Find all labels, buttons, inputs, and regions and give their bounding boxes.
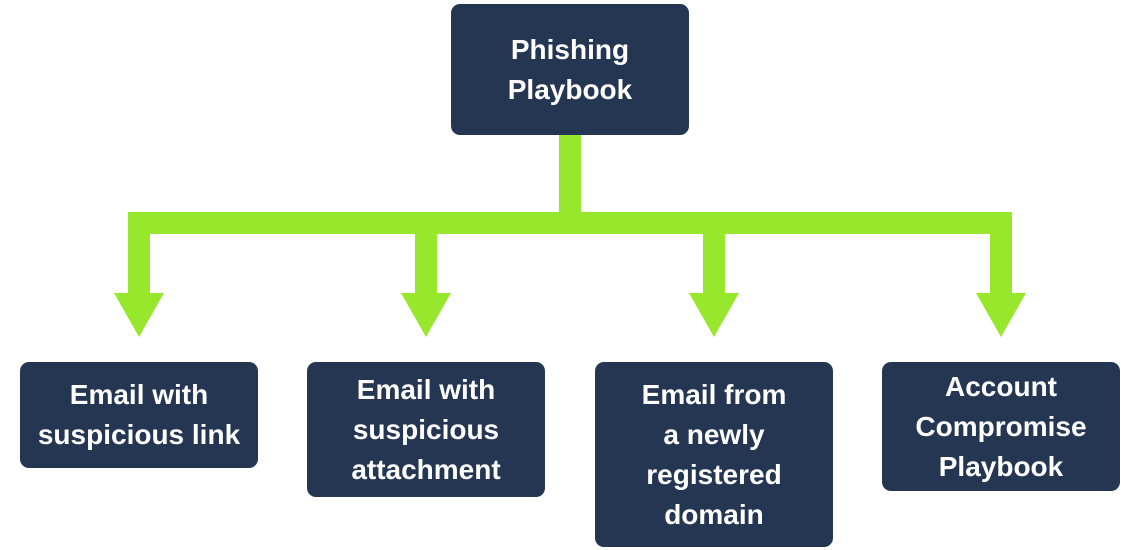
arrowhead-2 [401, 293, 451, 337]
child-node-suspicious-attachment: Email with suspicious attachment [307, 362, 545, 497]
child-node-suspicious-link: Email with suspicious link [20, 362, 258, 468]
arrowhead-4 [976, 293, 1026, 337]
child-node-label: Email from a newly registered domain [641, 378, 787, 530]
arrowhead-3 [689, 293, 739, 337]
root-node-phishing-playbook: Phishing Playbook [451, 4, 689, 135]
trunk-line [559, 134, 581, 224]
child-node-account-compromise-playbook: Account Compromise Playbook [882, 362, 1120, 491]
arrowhead-1 [114, 293, 164, 337]
drop-line-1 [128, 212, 150, 297]
root-node-label: Phishing Playbook [507, 33, 633, 105]
child-node-label: Email with suspicious attachment [351, 373, 501, 485]
drop-line-2 [415, 212, 437, 297]
child-node-newly-registered-domain: Email from a newly registered domain [595, 362, 833, 547]
drop-line-3 [703, 212, 725, 297]
drop-line-4 [990, 212, 1012, 297]
branch-bar [128, 212, 1012, 234]
child-node-label: Account Compromise Playbook [915, 370, 1087, 482]
child-node-label: Email with suspicious link [37, 379, 241, 450]
